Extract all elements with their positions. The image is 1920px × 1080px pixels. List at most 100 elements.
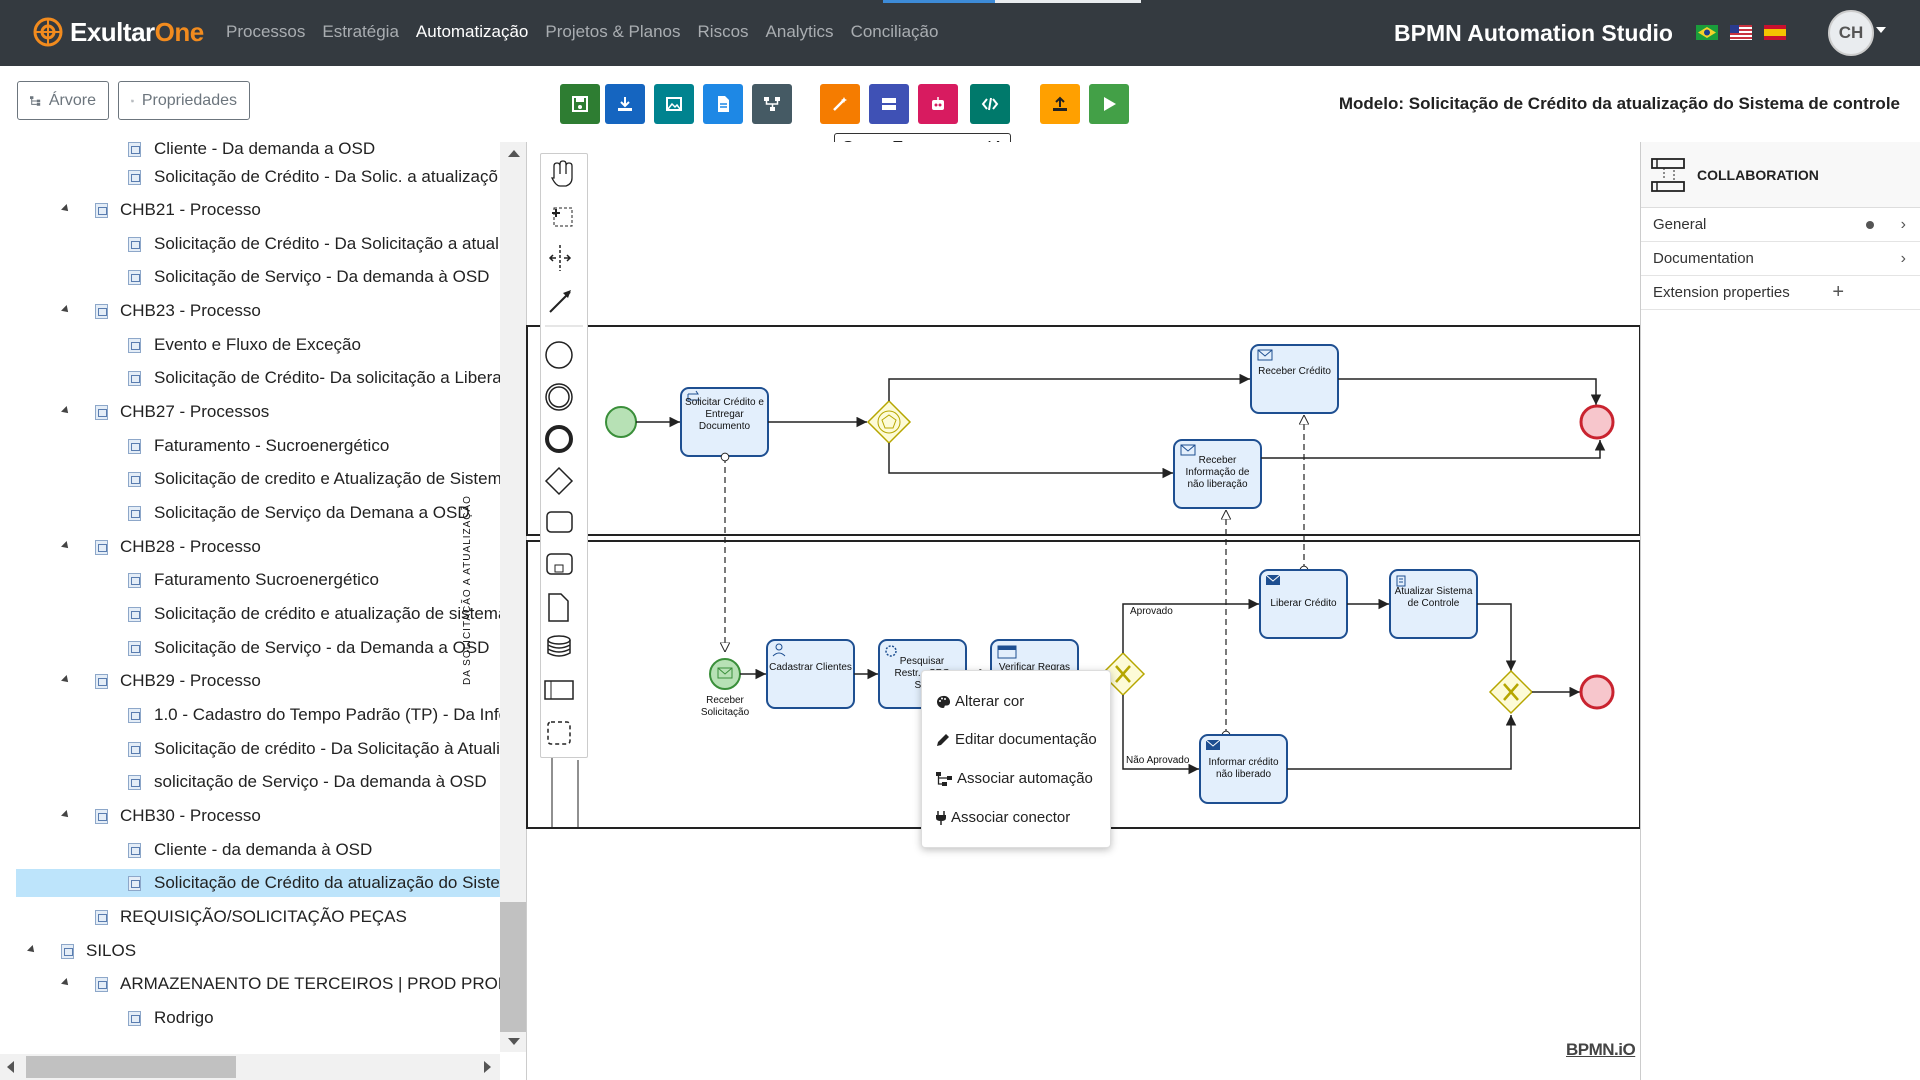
sequence-flow[interactable] xyxy=(1287,715,1517,770)
tree-item[interactable]: Faturamento - Sucroenergético xyxy=(0,432,500,460)
start-event[interactable] xyxy=(605,406,637,438)
properties-group-general[interactable]: General › xyxy=(1641,208,1920,242)
event-gateway[interactable] xyxy=(866,399,912,445)
upload-button[interactable] xyxy=(1040,84,1080,124)
tree-item[interactable]: Solicitação de Crédito - Da Solic. a atu… xyxy=(0,163,500,191)
message-start-event[interactable] xyxy=(709,658,741,690)
task-receber-informacao[interactable] xyxy=(1173,439,1262,509)
tree-folder[interactable]: CHB30 - Processo xyxy=(0,802,500,830)
tree-folder[interactable]: CHB21 - Processo xyxy=(0,196,500,224)
tree-item[interactable]: Cliente - Da demanda a OSD xyxy=(0,142,500,163)
end-event[interactable] xyxy=(1579,404,1615,440)
robot-button[interactable] xyxy=(918,84,958,124)
space-tool-icon[interactable] xyxy=(548,245,572,271)
tree-item[interactable]: Solicitação de Serviço - da Demanda a OS… xyxy=(0,634,500,662)
structure-button[interactable] xyxy=(752,84,792,124)
scroll-thumb[interactable] xyxy=(26,1056,236,1078)
tree-horizontal-scrollbar[interactable] xyxy=(0,1054,500,1080)
tree-item[interactable]: Evento e Fluxo de Exceção xyxy=(0,331,500,359)
exclusive-gateway-1[interactable] xyxy=(1100,651,1146,697)
brand-logo[interactable]: ExultarOne xyxy=(32,14,204,50)
data-store-tool-icon[interactable] xyxy=(547,635,571,657)
tree-toggle-button[interactable]: Árvore xyxy=(17,81,109,120)
tree-folder[interactable]: CHB27 - Processos xyxy=(0,398,500,426)
properties-toggle-button[interactable]: Propriedades xyxy=(118,81,250,120)
tree-item[interactable]: Solicitação de credito e Atualização de … xyxy=(0,465,500,493)
nav-item-automatizacao[interactable]: Automatização xyxy=(415,22,529,41)
code-button[interactable] xyxy=(970,84,1010,124)
menu-item-alterar-cor[interactable]: Alterar cor xyxy=(936,693,1024,710)
plus-icon[interactable]: + xyxy=(1832,281,1844,303)
task-tool-icon[interactable] xyxy=(546,511,573,533)
tree-folder[interactable]: SILOS xyxy=(0,937,500,965)
scroll-thumb[interactable] xyxy=(500,902,526,1032)
tree-item-selected[interactable]: Solicitação de Crédito da atualização do… xyxy=(16,869,500,897)
flag-usa-icon[interactable] xyxy=(1730,25,1752,40)
run-button[interactable] xyxy=(1089,84,1129,124)
nav-item-riscos[interactable]: Riscos xyxy=(697,22,749,41)
nav-item-estrategia[interactable]: Estratégia xyxy=(322,22,399,41)
task-cadastrar-clientes[interactable] xyxy=(766,639,855,709)
save-button[interactable] xyxy=(560,84,600,124)
tree-folder[interactable]: CHB23 - Processo xyxy=(0,297,500,325)
nav-item-analytics[interactable]: Analytics xyxy=(765,22,834,41)
flag-spain-icon[interactable] xyxy=(1764,25,1786,40)
subprocess-tool-icon[interactable] xyxy=(546,553,573,575)
connect-tool-icon[interactable] xyxy=(549,290,571,313)
tree-item[interactable]: Solicitação de crédito e atualização de … xyxy=(0,600,500,628)
tree-item[interactable]: Faturamento Sucroenergético xyxy=(0,566,500,594)
properties-group-extension[interactable]: Extension properties + xyxy=(1641,276,1920,310)
sequence-flow[interactable] xyxy=(888,373,1250,401)
export-image-button[interactable] xyxy=(654,84,694,124)
gateway-tool-icon[interactable] xyxy=(544,466,574,496)
tree-vertical-scrollbar[interactable] xyxy=(500,142,526,1052)
chevron-right-icon[interactable]: › xyxy=(1900,249,1906,267)
user-menu-caret-icon[interactable] xyxy=(1876,27,1886,33)
data-object-tool-icon[interactable] xyxy=(548,593,569,622)
sequence-flow-aprovado[interactable] xyxy=(1122,598,1259,653)
sequence-flow[interactable] xyxy=(1261,440,1606,459)
sequence-flow[interactable] xyxy=(888,443,1173,479)
nav-item-processos[interactable]: Processos xyxy=(226,22,306,41)
end-event-tool-icon[interactable] xyxy=(545,425,573,453)
tree-item[interactable]: REQUISIÇÃO/SOLICITAÇÃO PEÇAS xyxy=(0,903,500,931)
group-tool-icon[interactable] xyxy=(547,721,571,745)
scroll-down-icon[interactable] xyxy=(508,1038,520,1045)
tree-item[interactable]: Rodrigo xyxy=(0,1004,500,1032)
tree-folder[interactable]: ARMAZENAENTO DE TERCEIROS | PROD PROF xyxy=(0,970,500,998)
scroll-left-icon[interactable] xyxy=(7,1061,14,1073)
tree-item[interactable]: Solicitação de Crédito - Da Solicitação … xyxy=(0,230,500,258)
sequence-flow[interactable] xyxy=(1477,603,1517,671)
generate-forms-ai-button[interactable] xyxy=(820,84,860,124)
tree-item[interactable]: 1.0 - Cadastro do Tempo Padrão (TP) - Da… xyxy=(0,701,500,729)
scroll-right-icon[interactable] xyxy=(484,1061,491,1073)
start-event-tool-icon[interactable] xyxy=(545,341,573,369)
tree-item[interactable]: Solicitação de Serviço - Da demanda à OS… xyxy=(0,263,500,291)
menu-item-associar-automacao[interactable]: Associar automação xyxy=(936,770,1093,787)
task-liberar-credito[interactable] xyxy=(1259,569,1348,639)
flag-brazil-icon[interactable] xyxy=(1696,25,1718,40)
task-receber-credito[interactable] xyxy=(1250,344,1339,414)
tree-item[interactable]: solicitação de Serviço - Da demanda à OS… xyxy=(0,768,500,796)
end-event[interactable] xyxy=(1579,674,1615,710)
tree-item[interactable]: Cliente - da demanda à OSD xyxy=(0,836,500,864)
tree-folder[interactable]: CHB29 - Processo xyxy=(0,667,500,695)
lasso-tool-icon[interactable] xyxy=(552,207,573,227)
exclusive-gateway-2[interactable] xyxy=(1488,669,1534,715)
tree-item[interactable]: Solicitação de Crédito- Da solicitação a… xyxy=(0,364,500,392)
nav-item-projetos[interactable]: Projetos & Planos xyxy=(545,22,681,41)
sequence-flow[interactable] xyxy=(1338,378,1602,405)
hand-tool-icon[interactable] xyxy=(550,160,573,187)
properties-group-documentation[interactable]: Documentation › xyxy=(1641,242,1920,276)
menu-item-editar-documentacao[interactable]: Editar documentação xyxy=(936,731,1097,748)
bpmn-io-logo[interactable]: BPMN.iO xyxy=(1566,1040,1636,1059)
chevron-right-icon[interactable]: › xyxy=(1900,215,1906,233)
tree-folder[interactable]: CHB28 - Processo xyxy=(0,533,500,561)
document-button[interactable] xyxy=(703,84,743,124)
tree-item[interactable]: Solicitação de crédito - Da Solicitação … xyxy=(0,735,500,763)
menu-item-associar-conector[interactable]: Associar conector xyxy=(936,809,1070,826)
tree-item[interactable]: Solicitação de Serviço da Demana a OSD xyxy=(0,499,500,527)
nav-item-conciliacao[interactable]: Conciliação xyxy=(850,22,939,41)
user-avatar[interactable]: CH xyxy=(1828,10,1874,56)
scroll-up-icon[interactable] xyxy=(508,150,520,157)
